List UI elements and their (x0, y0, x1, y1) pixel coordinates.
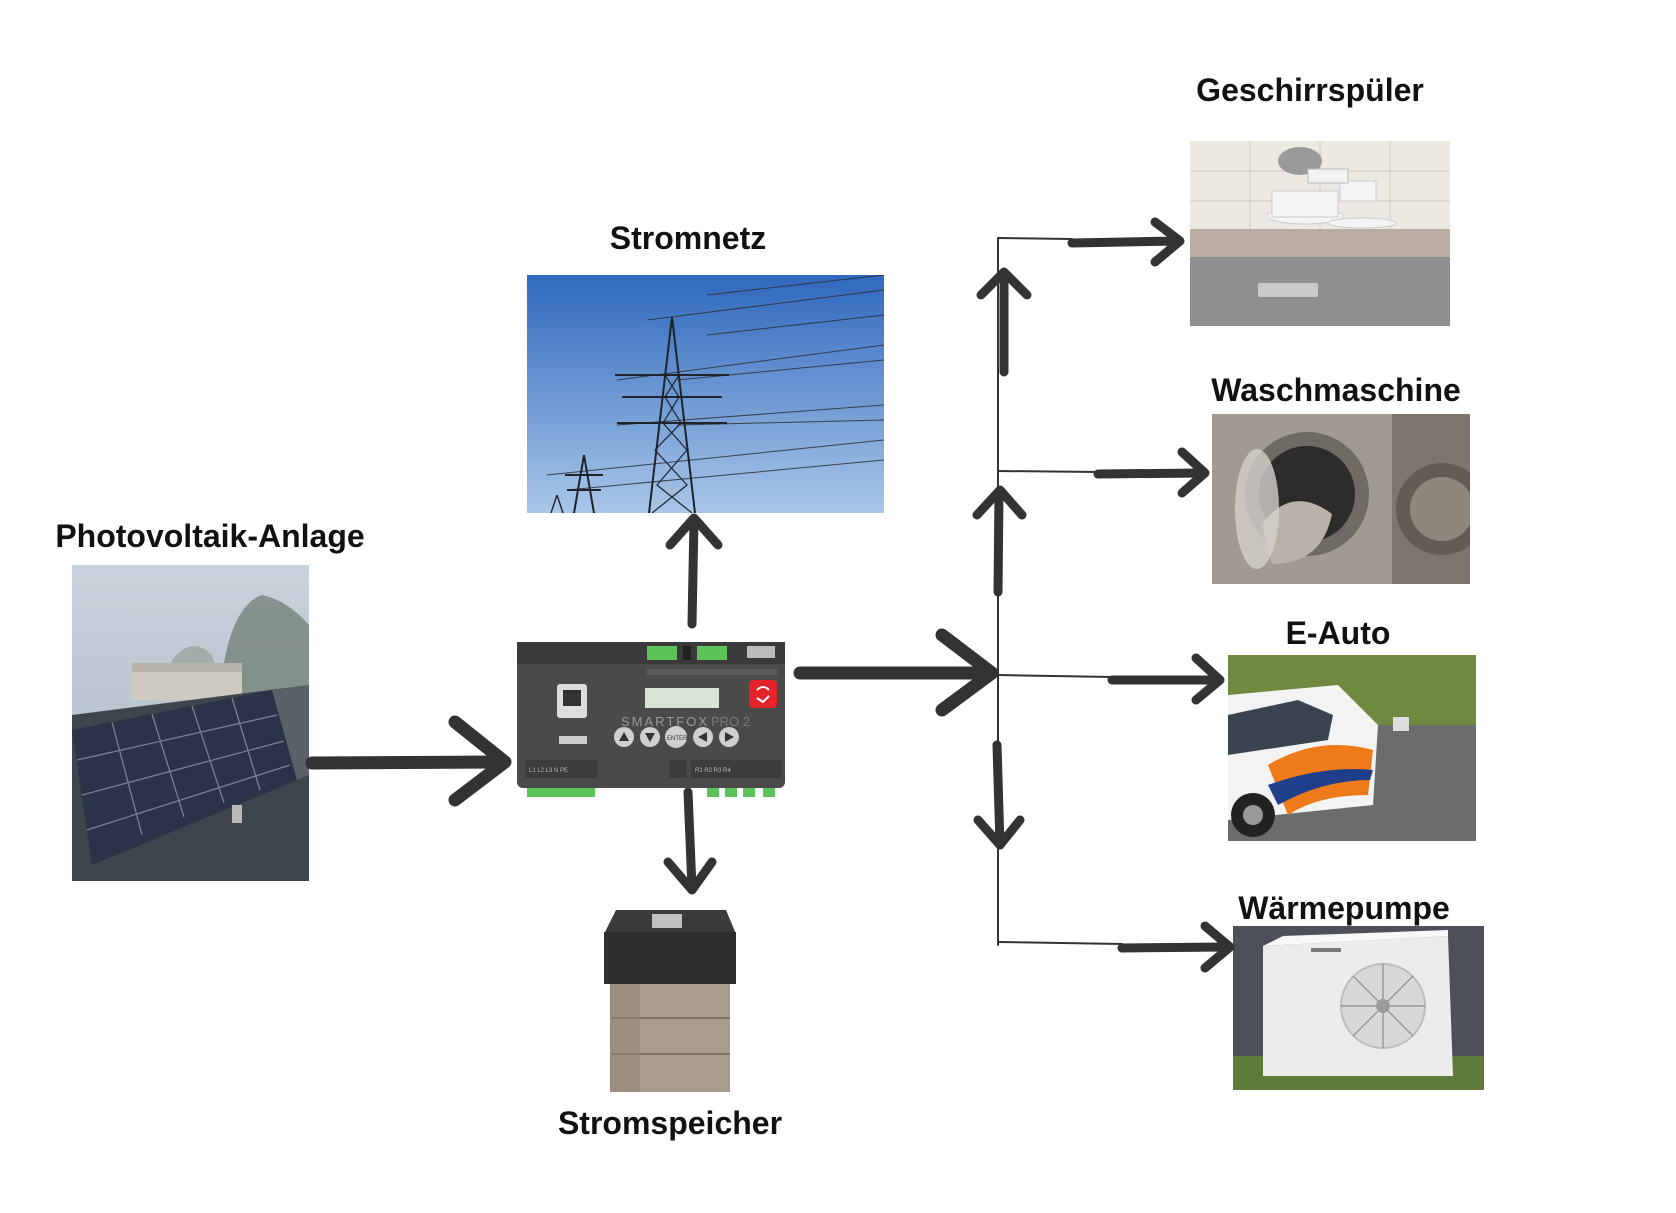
arrow-to-washer (1093, 447, 1210, 498)
ev-label: E-Auto (1285, 615, 1391, 651)
bus-up-arrow-middle (972, 485, 1027, 597)
relay-labels: R1 R2 R3 R4 (695, 768, 731, 774)
enter-key-label: ENTER (667, 736, 688, 742)
dishwasher-image (1190, 141, 1450, 326)
washer-label: Waschmaschine (1211, 372, 1461, 408)
smartfox-device: SMARTFOX PRO 2 ENTER L1 L2 L3 N PE R1 R2… (517, 638, 785, 798)
bus-down-arrow (973, 740, 1025, 850)
arrow-device-to-loads (793, 628, 999, 717)
storage-label: Stromspeicher (557, 1105, 783, 1141)
arrow-to-dishwasher (1067, 217, 1185, 267)
pv-label: Photovoltaik-Anlage (55, 518, 365, 554)
ev-image (1228, 655, 1476, 841)
grid-label: Stromnetz (609, 220, 767, 256)
terminal-labels: L1 L2 L3 N PE (529, 768, 568, 774)
brand-label: SMARTFOX (621, 714, 709, 729)
arrow-pv-to-device (305, 715, 512, 807)
washer-image (1212, 414, 1470, 584)
bus-up-arrow-upper (976, 267, 1032, 377)
pv-image (72, 565, 309, 881)
storage-image (604, 900, 736, 1092)
heatpump-image (1233, 926, 1484, 1090)
arrow-to-ev (1107, 653, 1225, 705)
arrow-to-heatpump (1117, 921, 1235, 973)
arrow-device-to-grid (665, 513, 723, 629)
branch-lines (997, 237, 1123, 945)
model-label: PRO 2 (711, 714, 750, 729)
heatpump-label: Wärmepumpe (1238, 890, 1450, 926)
grid-image (527, 275, 884, 513)
dishwasher-label: Geschirrspüler (1196, 72, 1424, 108)
arrow-device-to-storage (663, 787, 717, 895)
